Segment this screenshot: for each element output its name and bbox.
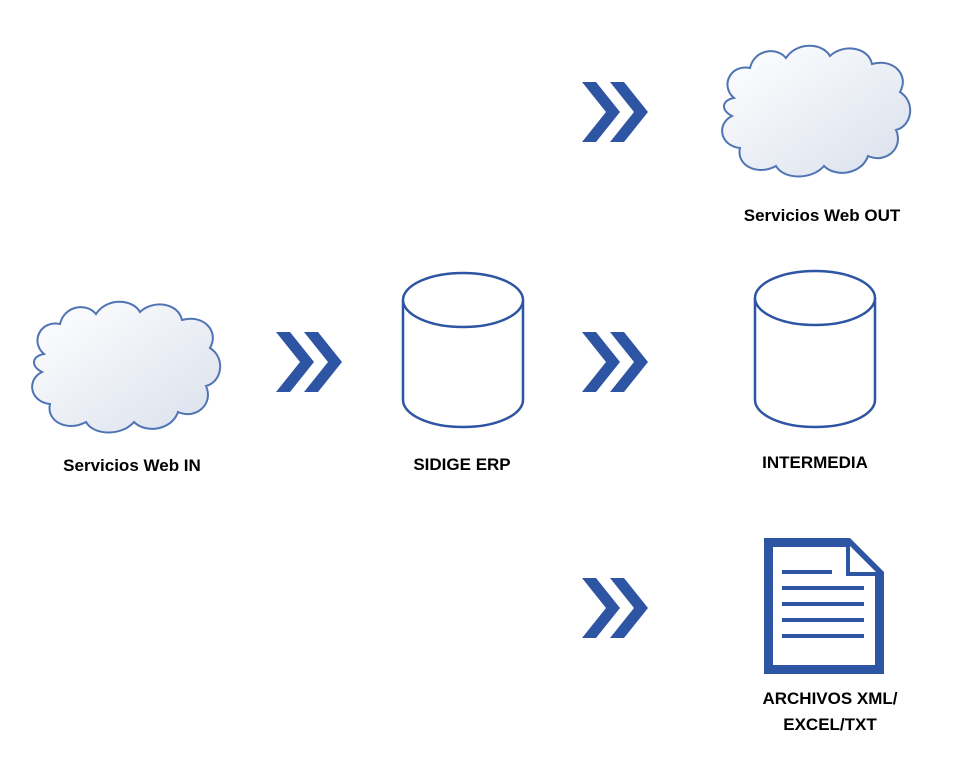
web-in-label: Servicios Web IN: [63, 456, 201, 475]
double-chevron-right-icon: [582, 578, 648, 638]
erp-label: SIDIGE ERP: [413, 455, 511, 474]
double-chevron-right-icon: [582, 82, 648, 142]
archivos-label-line2: EXCEL/TXT: [783, 715, 877, 734]
intermedia-label: INTERMEDIA: [762, 453, 868, 472]
database-icon: [401, 271, 525, 429]
cloud-icon: [721, 44, 911, 178]
web-out-label: Servicios Web OUT: [743, 206, 901, 225]
database-icon: [753, 269, 877, 429]
archivos-label-line1: ARCHIVOS XML/: [762, 689, 898, 708]
document-icon: [764, 538, 884, 674]
double-chevron-right-icon: [582, 332, 648, 392]
cloud-icon: [31, 300, 221, 434]
double-chevron-right-icon: [276, 332, 342, 392]
